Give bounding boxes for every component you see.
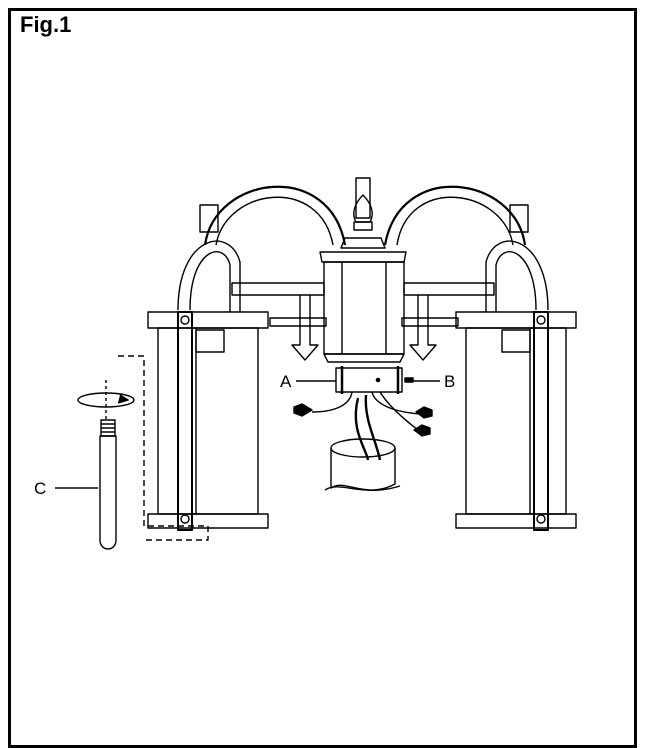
label-a: A (280, 372, 292, 391)
right-arch (383, 185, 529, 246)
chandelier-diagram: A B C (34, 177, 577, 550)
wire-connectors (293, 391, 433, 461)
mounting-plate (335, 366, 414, 394)
label-c: C (34, 479, 46, 498)
bulb-socket-outline (118, 355, 209, 541)
left-lantern (147, 240, 269, 531)
center-column (319, 177, 407, 363)
junction-box (324, 438, 401, 491)
right-lantern (455, 240, 577, 531)
bulb (99, 419, 117, 550)
arms (231, 282, 495, 361)
rotation-arrow-icon (77, 380, 135, 420)
left-arch (199, 185, 347, 246)
figure-title: Fig.1 (20, 12, 72, 37)
label-b: B (444, 372, 455, 391)
